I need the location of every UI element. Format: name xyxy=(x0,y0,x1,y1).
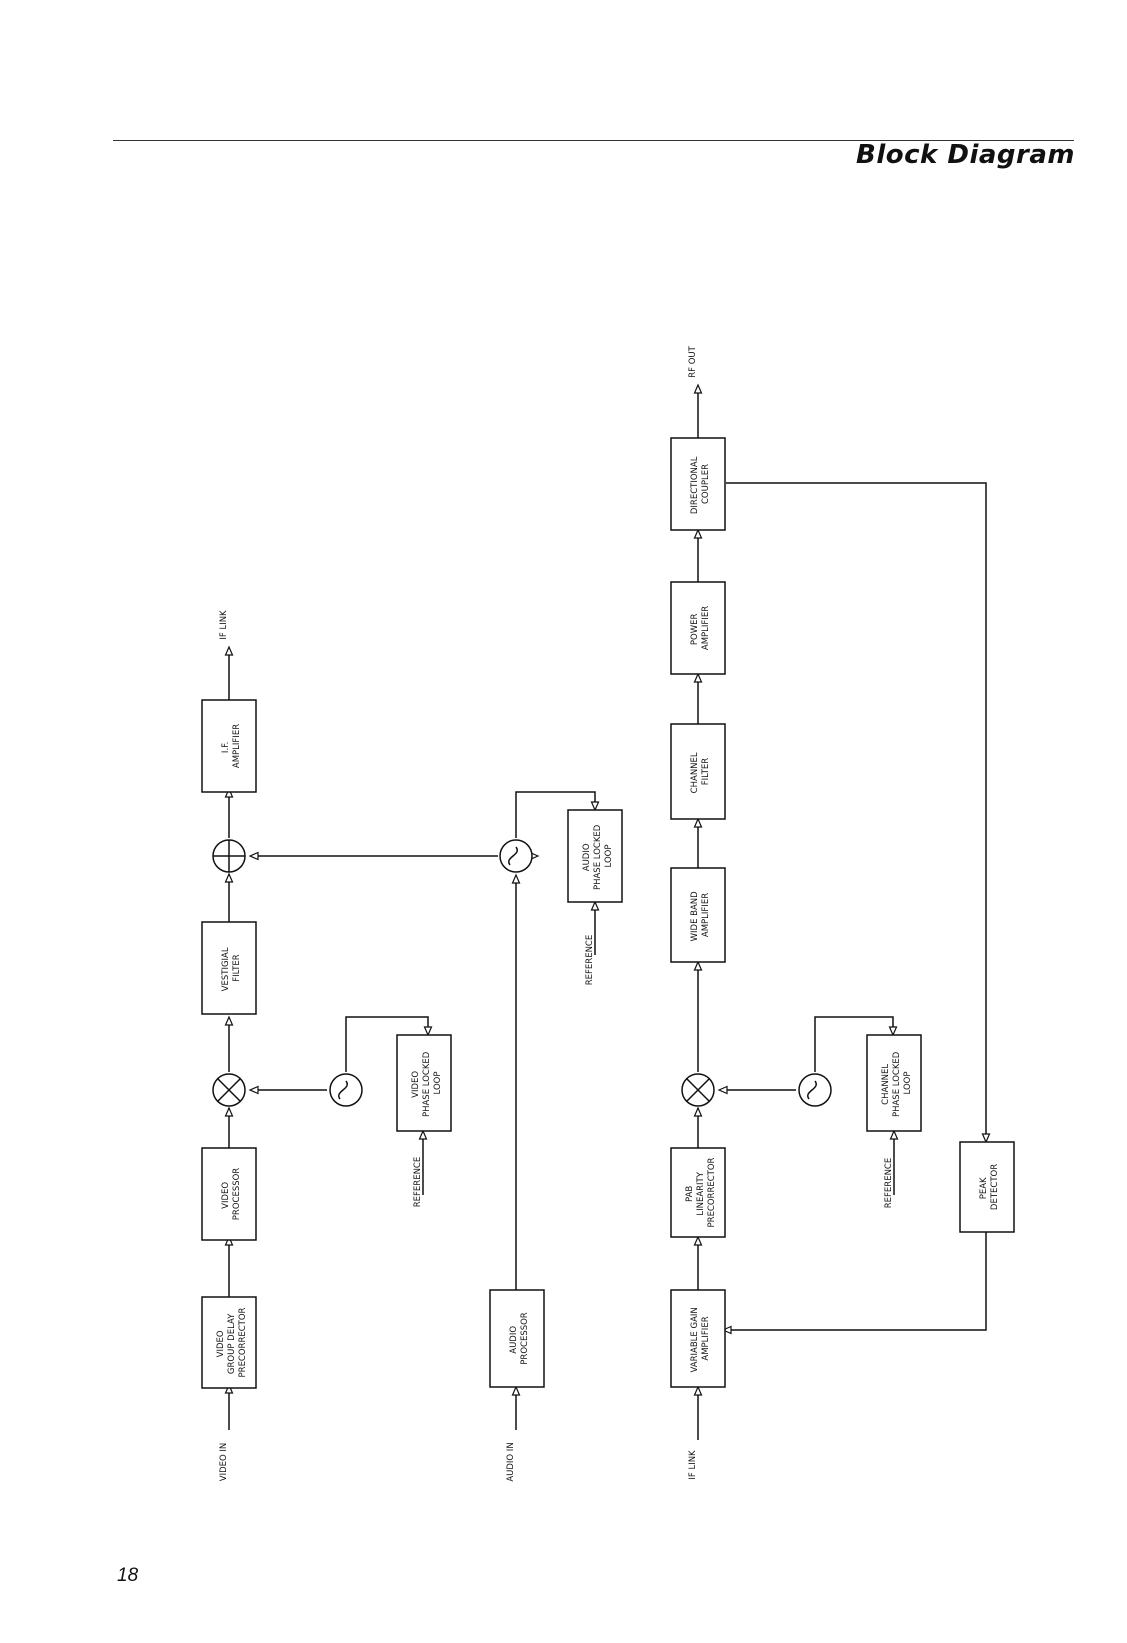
block-linearity-precorrector: PAB LINEARITY PRECORRECTOR xyxy=(670,1147,726,1238)
svg-text:WIDE BAND AMPLIFIER: WIDE BAND AMPLIFIER xyxy=(690,889,711,942)
block-video-group-delay: VIDEO GROUP DELAY PRECORRECTOR xyxy=(201,1296,257,1389)
block-peak-detector: PEAK DETECTOR xyxy=(959,1141,1015,1233)
block-audio-pll: AUDIO PHASE LOCKED LOOP xyxy=(567,809,623,903)
svg-text:AUDIO PHASE LOCKED: AUDIO PHASE LOCKED LOOP xyxy=(582,822,614,890)
label-reference-audio: REFERENCE xyxy=(585,935,595,985)
svg-text:VIDEO PROCESSOR: VIDEO PROCESSOR xyxy=(221,1168,242,1221)
oscillator-audio xyxy=(499,839,533,873)
oscillator-video xyxy=(329,1073,363,1107)
svg-text:VARIABLE GAIN AMPLIFIER: VARIABLE GAIN AMPLIFIER xyxy=(690,1305,711,1373)
header-rule xyxy=(113,140,1074,141)
svg-text:DIRECTIONAL COUPLER: DIRECTIONAL COUPLER xyxy=(690,454,711,514)
block-channel-pll: CHANNEL PHASE LOCKED LOOP xyxy=(866,1034,922,1132)
label-rf-out: RF OUT xyxy=(688,345,698,377)
label-if-link-out: IF LINK xyxy=(219,610,229,640)
arrowheads xyxy=(224,383,991,1396)
block-channel-filter: CHANNEL FILTER xyxy=(670,723,726,820)
label-reference-channel: REFERENCE xyxy=(884,1158,894,1208)
svg-text:AUDIO PROCESSOR: AUDIO PROCESSOR xyxy=(509,1312,530,1365)
block-power-amplifier: POWER AMPLIFIER xyxy=(670,581,726,675)
oscillator-channel xyxy=(798,1073,832,1107)
block-variable-gain-amplifier: VARIABLE GAIN AMPLIFIER xyxy=(670,1289,726,1388)
block-audio-processor: AUDIO PROCESSOR xyxy=(489,1289,545,1388)
svg-text:POWER AMPLIFIER: POWER AMPLIFIER xyxy=(690,606,711,650)
label-audio-in: AUDIO IN xyxy=(506,1442,516,1481)
svg-text:CHANNEL PHASE LOCKED: CHANNEL PHASE LOCKED LOOP xyxy=(881,1049,913,1117)
label-video-in: VIDEO IN xyxy=(219,1443,229,1482)
svg-text:VIDEO PHASE LOCKED: VIDEO PHASE LOCKED LOOP xyxy=(411,1049,443,1117)
mixer-video xyxy=(212,1073,246,1107)
label-reference-video: REFERENCE xyxy=(413,1157,423,1207)
svg-text:I.F. AMPLIFIER: I.F. AMPLIFIER xyxy=(221,724,242,768)
summing-node xyxy=(212,839,246,873)
svg-text:VESTIGIAL FILTER: VESTIGIAL FILTER xyxy=(221,945,242,992)
block-video-processor: VIDEO PROCESSOR xyxy=(201,1147,257,1241)
page-title: Block Diagram xyxy=(856,140,1075,170)
svg-text:VIDEO GROUP DELAY: VIDEO GROUP DELAY PRECORRECTOR xyxy=(216,1307,248,1377)
block-video-pll: VIDEO PHASE LOCKED LOOP xyxy=(396,1034,452,1132)
block-directional-coupler: DIRECTIONAL COUPLER xyxy=(670,437,726,531)
block-vestigial-filter: VESTIGIAL FILTER xyxy=(201,921,257,1015)
mixer-channel xyxy=(681,1073,715,1107)
block-wide-band-amplifier: WIDE BAND AMPLIFIER xyxy=(670,867,726,963)
page-number: 18 xyxy=(117,1565,139,1586)
svg-text:CHANNEL FILTER: CHANNEL FILTER xyxy=(690,750,711,794)
signal-wires xyxy=(228,388,987,1440)
svg-text:PAB LINEARITY PREC: PAB LINEARITY PRECORRECTOR xyxy=(685,1157,717,1227)
svg-text:PEAK DETECTOR: PEAK DETECTOR xyxy=(979,1164,1000,1210)
block-if-amplifier: I.F. AMPLIFIER xyxy=(201,699,257,793)
label-if-link-in: IF LINK xyxy=(688,1450,698,1480)
